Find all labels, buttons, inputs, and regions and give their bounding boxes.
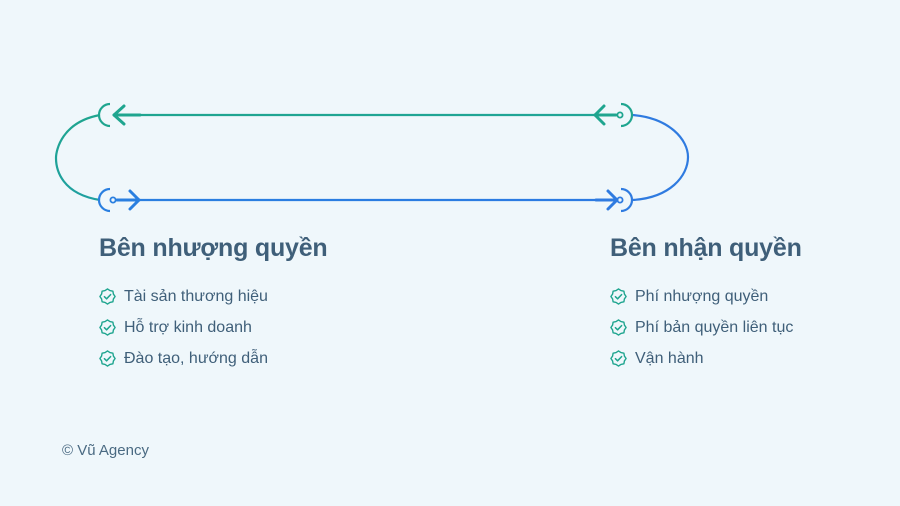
- check-badge-icon: [610, 288, 627, 305]
- list-item: Tài sản thương hiệu: [99, 281, 328, 312]
- list-item-label: Hỗ trợ kinh doanh: [124, 318, 252, 336]
- franchisor-list: Tài sản thương hiệu Hỗ trợ kinh doanh Đà…: [99, 281, 328, 374]
- list-item-label: Vận hành: [635, 349, 704, 367]
- list-item: Hỗ trợ kinh doanh: [99, 312, 328, 343]
- right-top-node: [593, 102, 634, 128]
- list-item-label: Phí bản quyền liên tục: [635, 318, 794, 336]
- list-item: Phí bản quyền liên tục: [610, 312, 802, 343]
- list-item: Đào tạo, hướng dẫn: [99, 343, 328, 374]
- copyright-text: © Vũ Agency: [62, 442, 149, 459]
- left-top-node: [97, 102, 142, 128]
- franchisee-list: Phí nhượng quyền Phí bản quyền liên tục …: [610, 281, 802, 374]
- right-bottom-node: [594, 187, 634, 213]
- franchisor-panel: Bên nhượng quyền Tài sản thương hiệu Hỗ …: [99, 234, 328, 374]
- list-item-label: Đào tạo, hướng dẫn: [124, 349, 268, 367]
- list-item: Vận hành: [610, 343, 802, 374]
- franchisee-title: Bên nhận quyền: [610, 234, 802, 262]
- check-badge-icon: [99, 288, 116, 305]
- right-arc: [631, 113, 690, 202]
- franchisee-panel: Bên nhận quyền Phí nhượng quyền Phí bản …: [610, 234, 802, 374]
- check-badge-icon: [99, 319, 116, 336]
- list-item-label: Phí nhượng quyền: [635, 287, 769, 305]
- list-item-label: Tài sản thương hiệu: [124, 287, 268, 305]
- check-badge-icon: [99, 350, 116, 367]
- franchisor-title: Bên nhượng quyền: [99, 234, 328, 262]
- left-arc: [54, 113, 101, 202]
- left-bottom-node: [97, 187, 141, 213]
- check-badge-icon: [610, 319, 627, 336]
- list-item: Phí nhượng quyền: [610, 281, 802, 312]
- check-badge-icon: [610, 350, 627, 367]
